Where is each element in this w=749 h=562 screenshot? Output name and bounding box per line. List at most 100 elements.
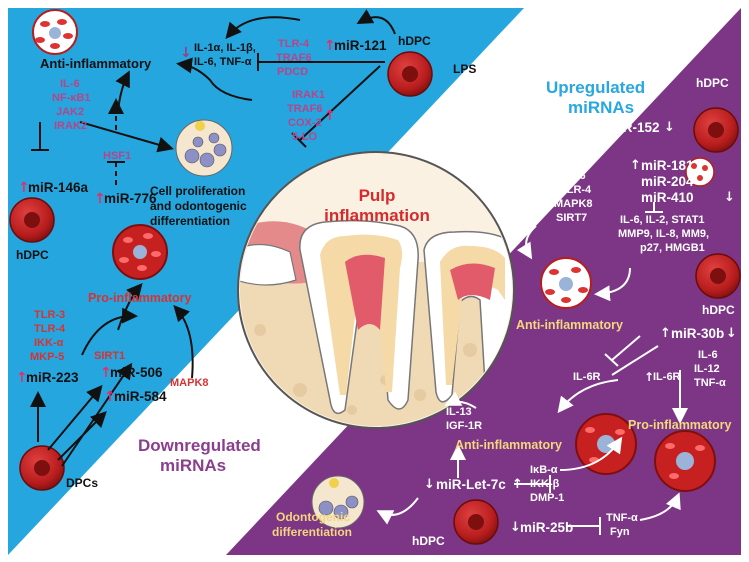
left-target-3: JAK2 — [56, 106, 85, 118]
center-title-line1: Pulp — [358, 186, 396, 205]
left-target-4: IRAK2 — [54, 120, 88, 132]
up-arrow-icon: ↑ — [100, 365, 112, 381]
il13-label: IL-13 — [446, 406, 472, 418]
up-arrow-icon: ↑ — [18, 180, 30, 196]
cell-prolif-line2: and odontogenic — [150, 199, 247, 213]
left-target-2: NF-κB1 — [52, 92, 91, 104]
cell-hdpc-right-mid — [695, 253, 741, 299]
mir584-label: miR-584 — [114, 389, 167, 404]
odonto-line1: Odontogenic — [276, 510, 350, 524]
mir223-target-4: MKP-5 — [30, 351, 65, 363]
mir30b-out-1: IL-6 — [698, 349, 718, 361]
mir506-label: miR-506 — [110, 365, 163, 380]
up-arrow-icon: ↑ — [644, 370, 655, 384]
down-arrow-icon: ↓ — [180, 45, 192, 61]
let7c-target-1: IκB-α — [530, 464, 558, 476]
cell-hdpc-right-bottom — [453, 499, 499, 545]
mir-group-2: miR-204 — [641, 174, 694, 189]
mir146a-target-3: COX-2 — [288, 117, 322, 129]
il6r-left: IL-6R — [573, 371, 601, 383]
mir25b-label: miR-25b — [520, 520, 574, 535]
cytokines-line1: IL-1α, IL-1β, — [194, 42, 256, 54]
odonto-line2: differentiation — [272, 525, 352, 539]
down-arrow-icon: ↓ — [726, 326, 737, 341]
anti-inflammatory-right-2: Anti-inflammatory — [455, 438, 562, 452]
mir25b-target-2: Fyn — [610, 526, 630, 538]
up-header-line1: Upregulated — [546, 78, 646, 97]
up-arrow-icon: ↑ — [596, 120, 607, 135]
hdpc-label-left: hDPC — [16, 248, 49, 262]
mir146a-target-1: IRAK1 — [292, 89, 326, 101]
vessel-anti-right — [540, 257, 592, 309]
down-arrow-icon: ↓ — [424, 477, 435, 492]
cell-prolif-line3: differentiation — [150, 214, 230, 228]
pro-inflammatory-right: Pro-inflammatory — [628, 418, 732, 432]
hdpc-label-right-mid: hDPC — [702, 303, 735, 317]
lps-label: LPS — [453, 62, 477, 76]
anti-inflammatory-right-1: Anti-inflammatory — [516, 318, 623, 332]
mir-group-1: miR-181 — [641, 158, 694, 173]
down-arrow-icon: ↓ — [510, 520, 521, 535]
mir-group-3: miR-410 — [641, 190, 694, 205]
mapk8-label: MAPK8 — [170, 377, 209, 389]
vessel-sm-right — [685, 157, 715, 187]
down-header-line1: Downregulated — [138, 436, 261, 455]
group-target-1: IL-6, IL-2, STAT1 — [620, 214, 705, 226]
dpcs-label: DPCs — [66, 476, 99, 490]
mir152-label: miR-152 — [607, 120, 660, 135]
cell-hdpc-left — [9, 197, 55, 243]
cell-hdpc-left-top — [387, 51, 433, 97]
up-arrow-icon: ↑ — [104, 389, 116, 405]
down-arrow-icon: ↓ — [724, 190, 735, 205]
hsf1-label: HSF1 — [103, 150, 132, 162]
up-arrow-icon: ↑ — [512, 477, 523, 492]
anti-inflammatory-left: Anti-inflammatory — [40, 56, 152, 71]
il6r-right: IL-6R — [653, 371, 681, 383]
mir121-target-3: PDCD — [277, 66, 309, 78]
mir146a-target-2: TRAF6 — [287, 103, 323, 115]
down-arrow-icon: ↓ — [664, 120, 675, 135]
up-arrow-icon: ↑ — [16, 370, 28, 386]
down-header-line2: miRNAs — [160, 456, 227, 475]
cell-hdpc-right-top — [693, 107, 739, 153]
up-arrow-icon: ↑ — [324, 108, 336, 124]
vessel-anti-left-top — [32, 9, 78, 55]
mir152-target-1: IL-6 — [566, 170, 586, 182]
mir121-label: miR-121 — [334, 38, 387, 53]
mir152-target-4: SIRT7 — [556, 212, 588, 224]
let7c-target-2: IKK-β — [530, 478, 560, 490]
hdpc-label-right-bottom: hDPC — [412, 534, 445, 548]
mir121-target-1: TLR-4 — [278, 38, 310, 50]
mir146a-target-4: 5-LO — [292, 131, 318, 143]
mir30b-out-2: IL-12 — [694, 363, 720, 375]
mir25b-target-1: TNF-α — [606, 512, 638, 524]
vessel-pro-left — [112, 224, 168, 280]
cytokines-line2: IL-6, TNF-α — [194, 56, 252, 68]
left-arrows — [30, 9, 396, 467]
mir776-label: miR-776 — [104, 191, 157, 206]
let7c-target-3: DMP-1 — [530, 492, 565, 504]
sirt1-label: SIRT1 — [94, 350, 126, 362]
mir30b-label: miR-30b — [671, 326, 725, 341]
up-arrow-icon: ↑ — [660, 326, 671, 341]
left-target-1: IL-6 — [60, 78, 80, 90]
mir152-target-3: MAPK8 — [554, 198, 593, 210]
right-arrows — [376, 125, 688, 535]
mir30b-out-3: TNF-α — [694, 377, 726, 389]
up-header-line2: miRNAs — [568, 98, 635, 117]
mir223-label: miR-223 — [26, 370, 79, 385]
mir146a-label-left: miR-146a — [28, 180, 89, 195]
mir152-target-2: TLR-4 — [560, 184, 592, 196]
cell-prolif-line1: Cell proliferation — [150, 184, 246, 198]
igf1r-label: IGF-1R — [446, 420, 483, 432]
vessel-pro-right — [654, 430, 716, 492]
mir121-target-2: TRAF6 — [276, 52, 312, 64]
group-target-3: p27, HMGB1 — [640, 242, 705, 254]
center-title-line2: inflammation — [324, 206, 430, 225]
up-arrow-icon: ↑ — [94, 191, 106, 207]
hdpc-label-left-top: hDPC — [398, 34, 431, 48]
cell-prolif-tissue-left — [175, 119, 233, 177]
cell-dpcs — [19, 445, 65, 491]
